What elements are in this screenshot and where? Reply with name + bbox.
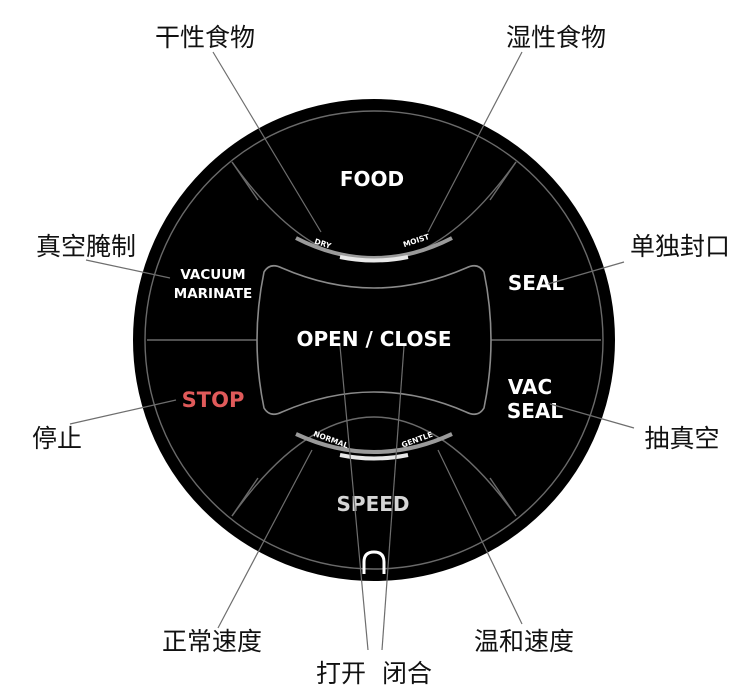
seal-button[interactable]: SEAL bbox=[508, 271, 565, 295]
food-label: FOOD bbox=[340, 167, 404, 191]
open-close-button[interactable]: OPEN / CLOSE bbox=[296, 327, 451, 351]
leader-vacuum-marinate bbox=[85, 259, 171, 279]
speed-label: SPEED bbox=[337, 492, 410, 516]
leader-lines bbox=[69, 51, 635, 651]
callout-dry-food: 干性食物 bbox=[155, 23, 255, 52]
callout-gentle-speed: 温和速度 bbox=[474, 627, 574, 656]
latch-notch-icon bbox=[362, 550, 386, 574]
panel-inner-ring bbox=[144, 110, 604, 570]
callout-open-close: 打开 闭合 bbox=[316, 659, 432, 688]
vac-seal-label-line2: SEAL bbox=[507, 399, 564, 423]
vacuum-marinate-button[interactable]: VACUUM MARINATE bbox=[174, 267, 252, 302]
stop-button[interactable]: STOP bbox=[182, 388, 245, 412]
callout-vacuum-marinate: 真空腌制 bbox=[36, 232, 136, 261]
leader-gentle-speed bbox=[437, 449, 523, 625]
leader-stop bbox=[69, 399, 177, 425]
leader-close bbox=[381, 345, 405, 651]
leader-normal-speed bbox=[217, 449, 313, 629]
leader-seal-only bbox=[547, 261, 625, 285]
callout-normal-speed: 正常速度 bbox=[162, 627, 262, 656]
callout-labels: 干性食物 湿性食物 真空腌制 单独封口 停止 抽真空 正常速度 温和速度 打开 … bbox=[32, 23, 730, 688]
leader-dry-food bbox=[212, 51, 322, 233]
vac-seal-label-line1: VAC bbox=[508, 375, 552, 399]
leader-moist-food bbox=[427, 51, 523, 233]
callout-moist-food: 湿性食物 bbox=[506, 23, 606, 52]
food-indicator-track bbox=[295, 236, 453, 260]
speed-arc bbox=[231, 416, 517, 517]
callout-stop: 停止 bbox=[32, 424, 82, 453]
vacuum-marinate-label-line1: VACUUM bbox=[180, 267, 245, 283]
control-panel bbox=[133, 99, 615, 581]
food-indicator-active bbox=[339, 255, 409, 263]
open-close-label: OPEN / CLOSE bbox=[296, 327, 451, 351]
stop-label: STOP bbox=[182, 388, 245, 412]
open-close-button-outline bbox=[256, 264, 492, 416]
leader-open bbox=[339, 345, 369, 651]
speed-indicator-active bbox=[339, 453, 409, 461]
speed-indicator-track bbox=[295, 432, 453, 454]
seal-label: SEAL bbox=[508, 271, 565, 295]
leader-vacuum bbox=[549, 403, 635, 429]
callout-seal-only: 单独封口 bbox=[630, 232, 730, 261]
vac-seal-button[interactable]: VAC SEAL bbox=[507, 375, 564, 423]
callout-vacuum: 抽真空 bbox=[644, 424, 719, 453]
vacuum-marinate-label-line2: MARINATE bbox=[174, 286, 252, 302]
